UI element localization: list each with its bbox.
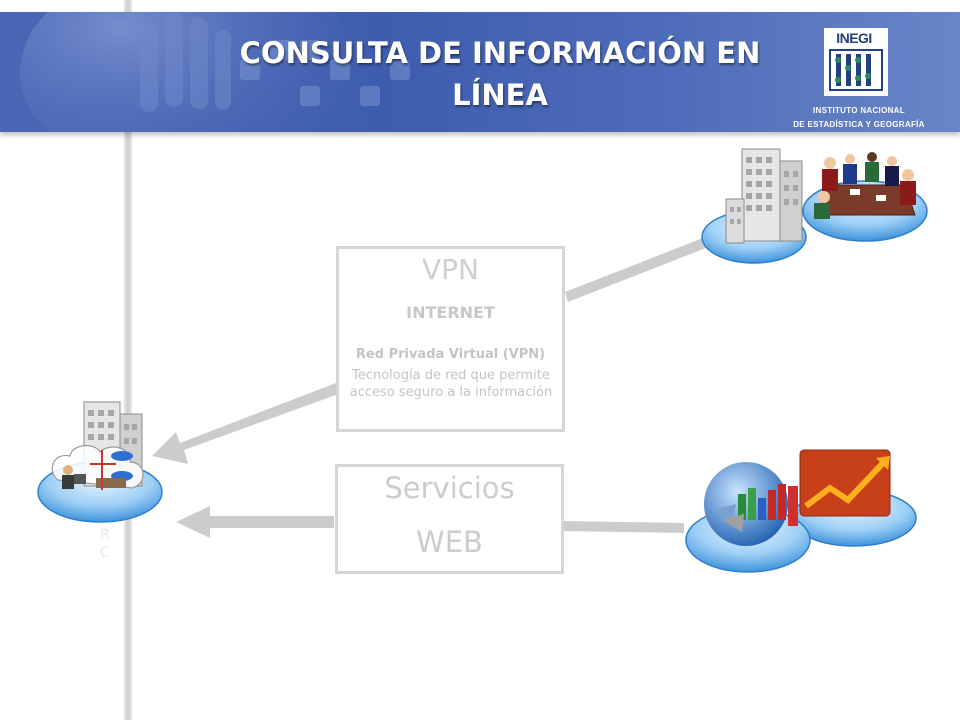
hand-background-art (20, 12, 410, 132)
vpn-name: Red Privada Virtual (VPN) (355, 347, 546, 362)
page-title: CONSULTA DE INFORMACIÓN EN LÍNEA (200, 32, 800, 116)
arrow-web-to-node (176, 506, 334, 538)
header-banner: CONSULTA DE INFORMACIÓN EN LÍNEA INEGI (0, 12, 960, 132)
logo-line-2: DE ESTADÍSTICA Y GEOGRAFÍA (793, 120, 925, 129)
vpn-description: Tecnología de red que permite acceso seg… (349, 368, 553, 400)
logo-line-1: INSTITUTO NACIONAL (813, 106, 905, 115)
arrow-vpn-to-node (152, 383, 336, 464)
vpn-box: VPN INTERNET Red Privada Virtual (VPN) T… (336, 246, 565, 432)
office-building-meeting-icon (701, 148, 928, 264)
statistics-charts-icon (685, 449, 917, 573)
web-services-box: Servicios WEB (335, 464, 564, 574)
inegi-logo-mark (824, 28, 888, 96)
logo-acronym: INEGI (836, 30, 872, 46)
arrow-vpn-to-office (565, 236, 711, 302)
office-building (725, 148, 803, 244)
arrow-charts-to-web (564, 521, 684, 533)
title-line-1: CONSULTA DE INFORMACIÓN EN (239, 36, 761, 70)
title-line-2: LÍNEA (452, 78, 548, 112)
web-services-line-2: WEB (416, 525, 483, 559)
meeting-people (814, 152, 916, 219)
abacus-icon (829, 49, 883, 91)
trend-chart (799, 449, 891, 517)
bar-chart-globe (704, 462, 798, 546)
left-node-label: R C (100, 527, 110, 561)
inegi-logo: INEGI INSTITUTO NACIONAL DE ESTADÍSTICA … (790, 28, 930, 132)
network-equipment (90, 450, 133, 490)
web-services-line-1: Servicios (384, 471, 515, 505)
vpn-subtitle: INTERNET (406, 303, 495, 322)
left-vertical-rule (124, 0, 132, 720)
operator-person (62, 465, 86, 489)
data-center-network-icon (37, 401, 163, 523)
vpn-title: VPN (422, 253, 479, 286)
